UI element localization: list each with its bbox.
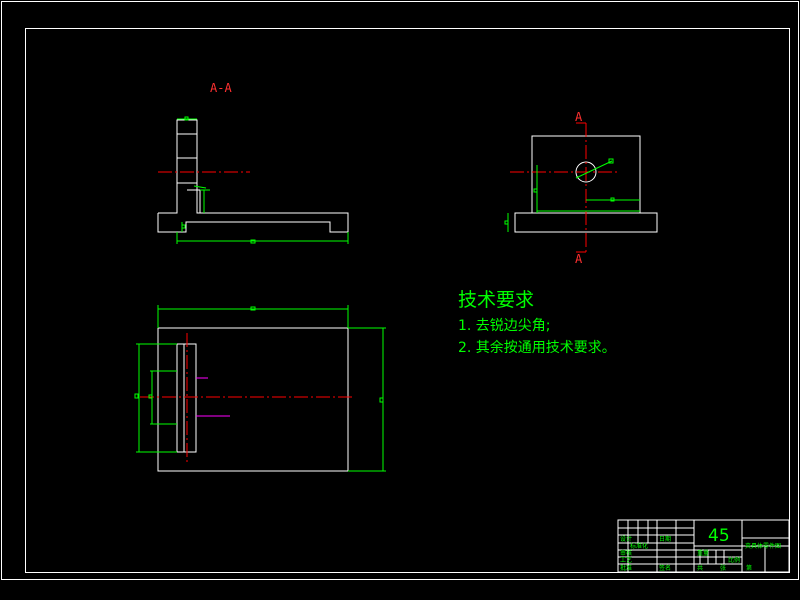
sheet-inner-frame	[25, 28, 790, 573]
title-block	[617, 519, 790, 573]
tech-note-item: 2. 其余按通用技术要求。	[458, 339, 616, 356]
title-block-material: 45	[708, 526, 730, 546]
front-view	[504, 122, 658, 253]
section-view-aa	[157, 116, 349, 244]
title-block-label: 张	[720, 564, 726, 572]
title-block-scale: 比例	[728, 556, 740, 564]
title-block-label: 审核	[620, 549, 632, 557]
title-block-label: 重量	[697, 549, 709, 557]
title-block-label: 工艺	[620, 556, 632, 564]
title-block-part-name: 夹具体零件图	[745, 542, 781, 550]
title-block-label: 批准	[620, 564, 632, 572]
tech-notes-title: 技术要求	[458, 289, 534, 311]
cut-mark-top: A	[575, 110, 583, 124]
title-block-label: 签名	[659, 564, 671, 572]
cut-mark-bottom: A	[575, 252, 583, 266]
title-block-label: 共	[697, 564, 703, 572]
title-block-label: 第	[746, 564, 752, 572]
tech-note-item: 1. 去锐边尖角;	[458, 318, 551, 334]
section-label: A-A	[210, 81, 232, 95]
title-block-label: 标准化	[630, 542, 648, 550]
title-block-label: 设计	[620, 535, 632, 543]
sheet-outer-border	[1, 1, 799, 580]
title-block-label: 日期	[659, 535, 671, 543]
top-view	[134, 305, 386, 472]
